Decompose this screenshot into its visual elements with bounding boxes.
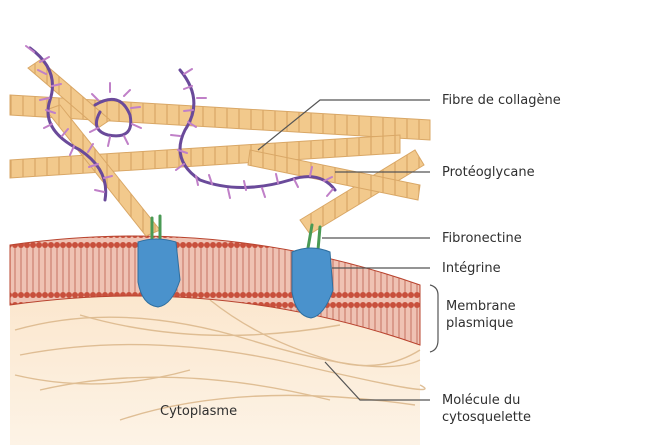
- label-plasma-membrane: Membrane plasmique: [446, 298, 516, 332]
- label-cytoskeleton-molecule: Molécule du cytosquelette: [442, 392, 531, 426]
- membrane-bracket: [430, 285, 438, 352]
- label-integrin: Intégrine: [442, 260, 501, 277]
- label-proteoglycan: Protéoglycane: [442, 164, 535, 181]
- label-cytoplasm: Cytoplasme: [160, 403, 237, 420]
- label-fibronectin: Fibronectine: [442, 230, 522, 247]
- label-collagen-fiber: Fibre de collagène: [442, 92, 561, 109]
